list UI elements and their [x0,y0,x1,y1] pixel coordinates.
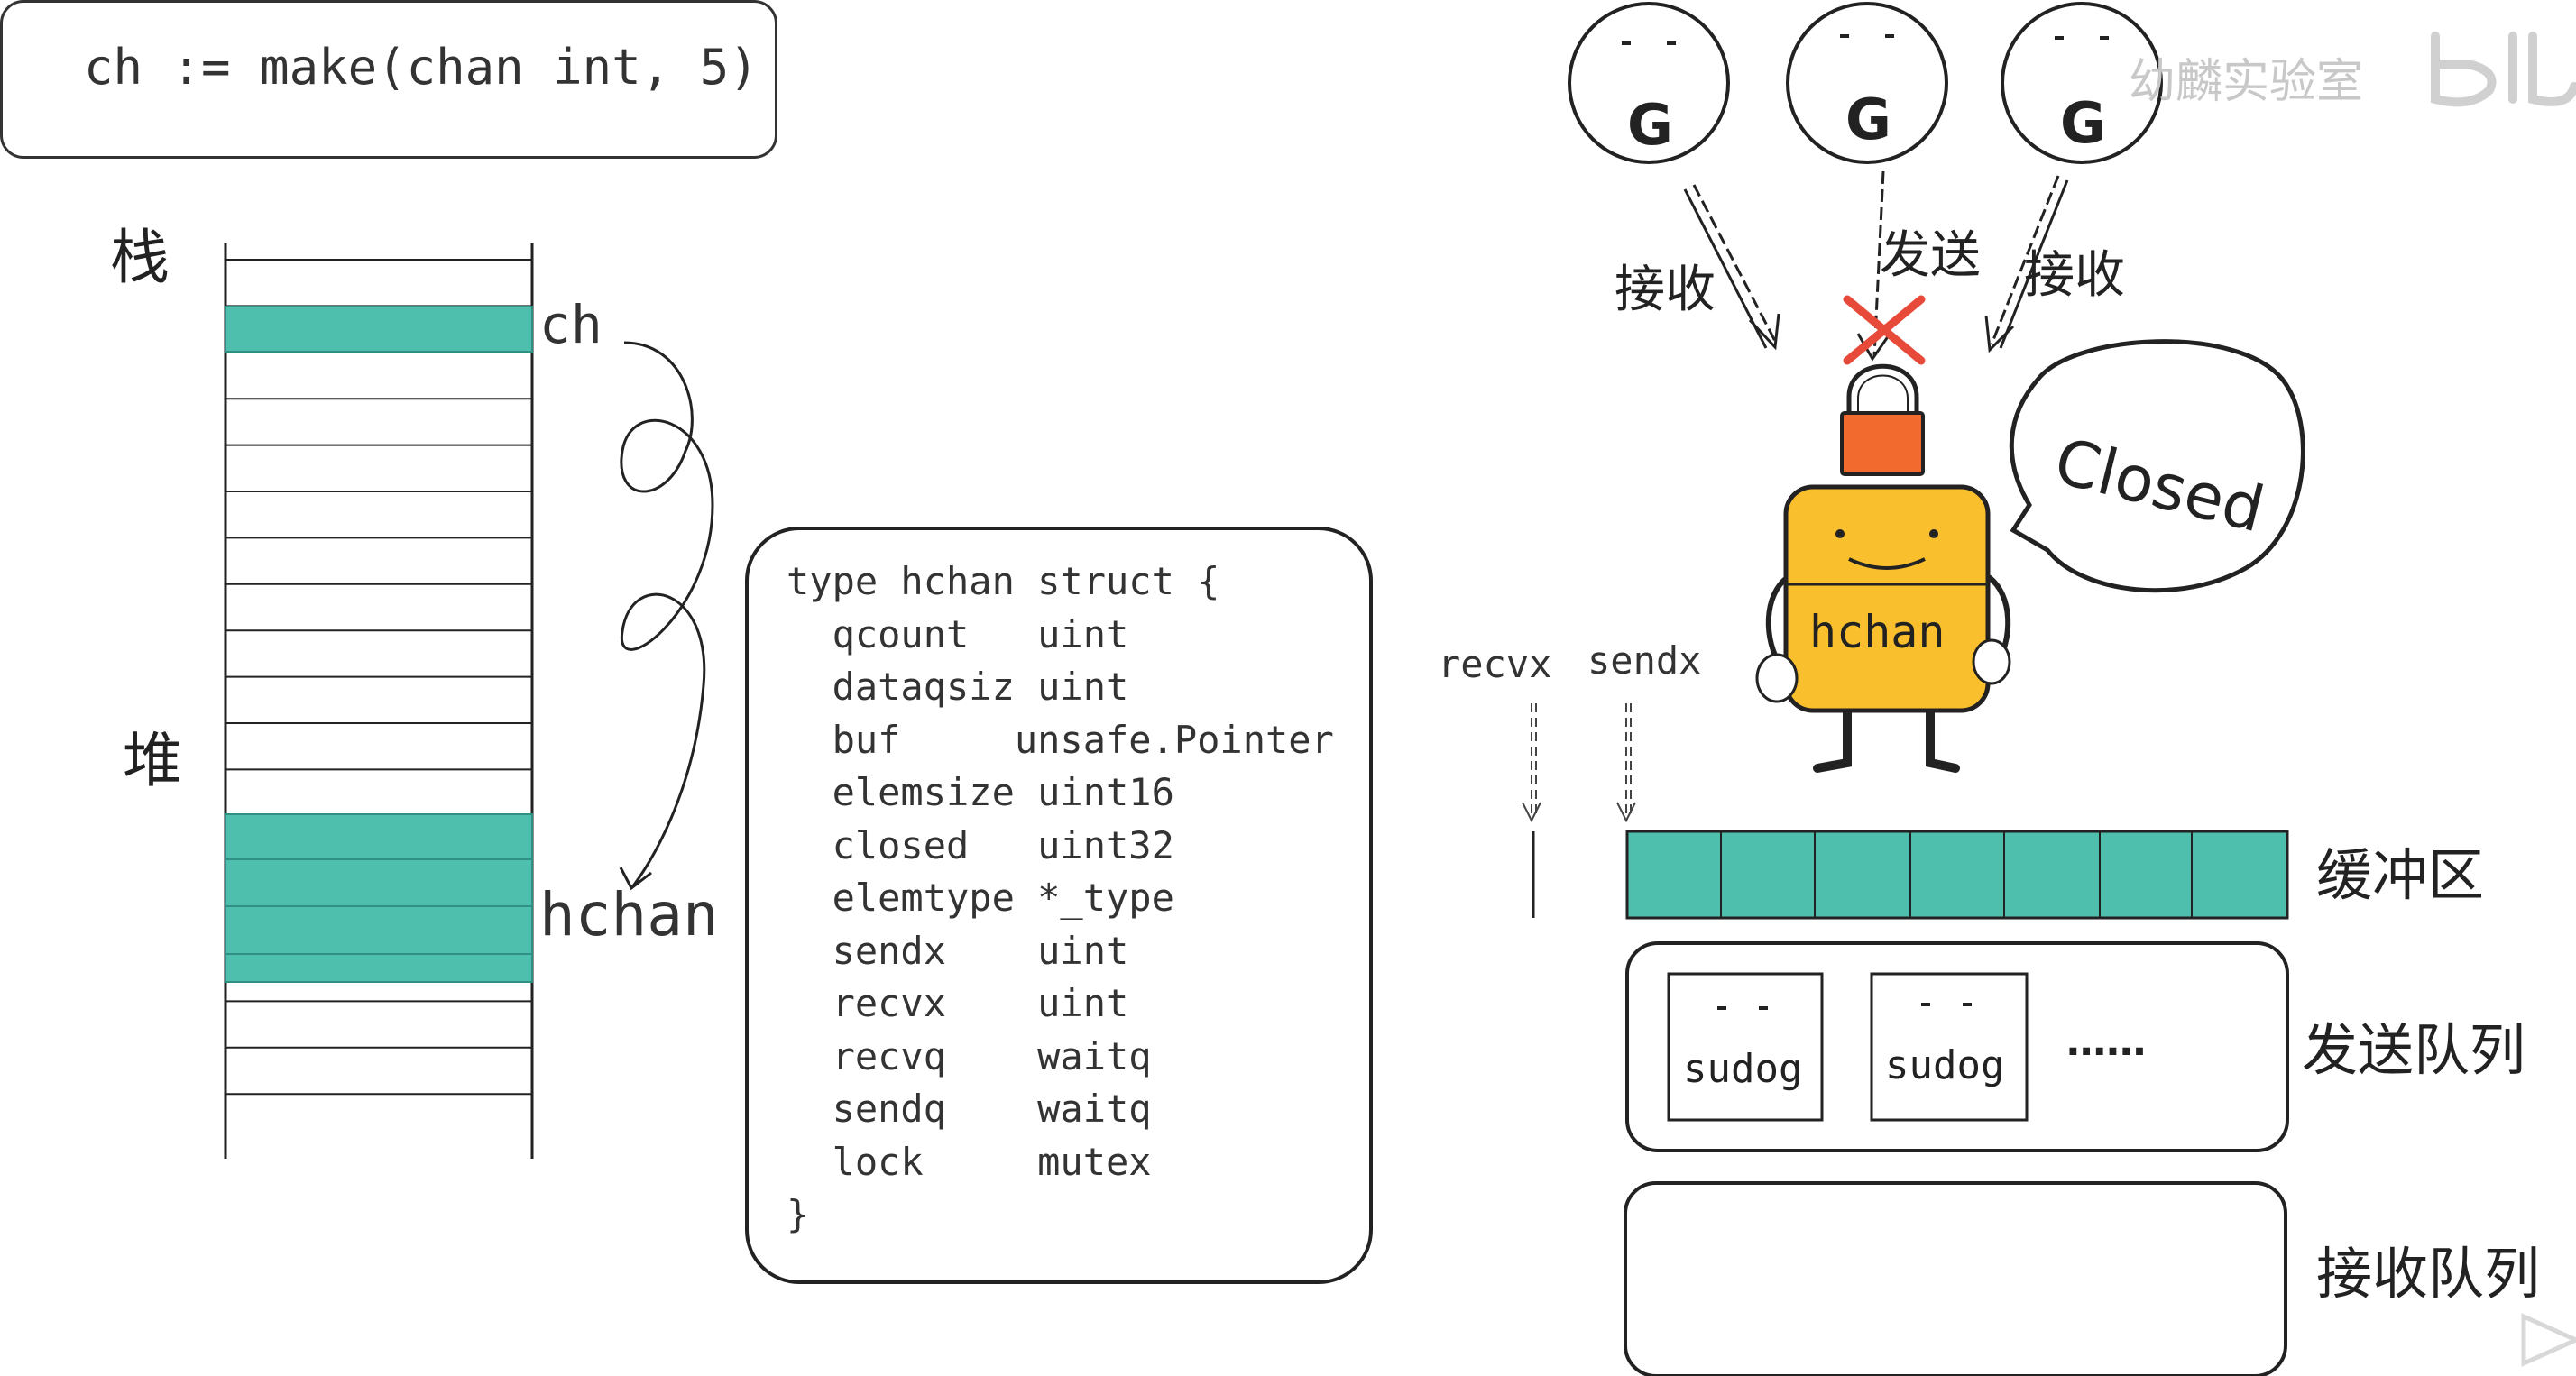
goroutine-left-letter: G [1627,92,1673,158]
buffer-label: 缓冲区 [2316,842,2485,908]
sendx-arrow [1616,703,1636,823]
heap-label: 堆 [123,726,182,795]
sudog-label-2: sudog [1885,1042,2005,1088]
hchan-body-label: hchan [1809,606,1946,658]
goroutine-middle [1786,2,1948,164]
send-queue-label: 发送队列 [2302,1017,2526,1083]
recv-queue-box [1624,1181,2287,1376]
sudog-ellipsis: ...... [2065,1019,2147,1065]
recv-left-label: 接收 [1615,261,1716,319]
goroutine-right-letter: G [2060,90,2106,156]
memory-column [224,243,534,1159]
goroutine-middle-letter: G [1845,87,1891,152]
goroutine-left [1568,2,1730,164]
struct-line: sendx uint [787,928,1129,973]
stack-label: 栈 [110,223,170,292]
hchan-character [1755,484,2011,773]
pointer-arrow [620,341,714,889]
sendx-label: sendx [1587,638,1702,683]
recvx-arrow [1522,703,1541,823]
struct-line: } [787,1192,810,1236]
recvx-label: recvx [1438,642,1552,686]
sudog-label-1: sudog [1683,1046,1803,1092]
buffer-bar [1625,830,2289,920]
struct-line: lock mutex [787,1139,1152,1184]
struct-line: type hchan struct { [787,559,1220,603]
play-icon [2521,1313,2576,1367]
make-chan-code-box: ch := make(chan int, 5) [0,0,777,159]
recv-right-arrow [1984,175,2069,353]
ch-slot [225,306,533,353]
send-label: 发送 [1880,226,1981,285]
hchan-struct-box [745,527,1373,1284]
struct-line: recvq waitq [787,1033,1152,1078]
struct-line: recvx uint [787,981,1129,1025]
pointer-arrowhead [619,867,652,891]
goroutine-right [2001,2,2163,164]
blocked-cross-icon [1843,295,1926,365]
recv-queue-label: 接收队列 [2316,1241,2541,1307]
watermark-text: 幼麟实验室 [2129,55,2364,109]
hchan-slot-dividers [225,858,532,955]
struct-line: buf unsafe.Pointer [787,717,1334,762]
sudog-box-2 [1870,972,2029,1122]
struct-line: dataqsiz uint [787,665,1129,709]
recv-left-arrow [1683,184,1780,351]
sudog-box-1 [1667,972,1824,1122]
struct-line: elemsize uint16 [787,770,1174,814]
hchan-label: hchan [539,880,719,949]
struct-line: sendq waitq [787,1087,1152,1131]
struct-line: closed uint32 [787,822,1174,867]
bilibili-logo [2431,32,2576,107]
make-chan-code: ch := make(chan int, 5) [84,39,759,96]
recv-right-label: 接收 [2024,246,2125,305]
closed-speech-bubble [2009,339,2305,593]
struct-line: qcount uint [787,611,1129,656]
ch-label: ch [539,294,603,355]
hchan-slot [225,813,533,983]
buffer-dividers [1720,831,2193,918]
struct-line: elemtype *_type [787,876,1174,920]
lock-icon [1840,363,1925,476]
